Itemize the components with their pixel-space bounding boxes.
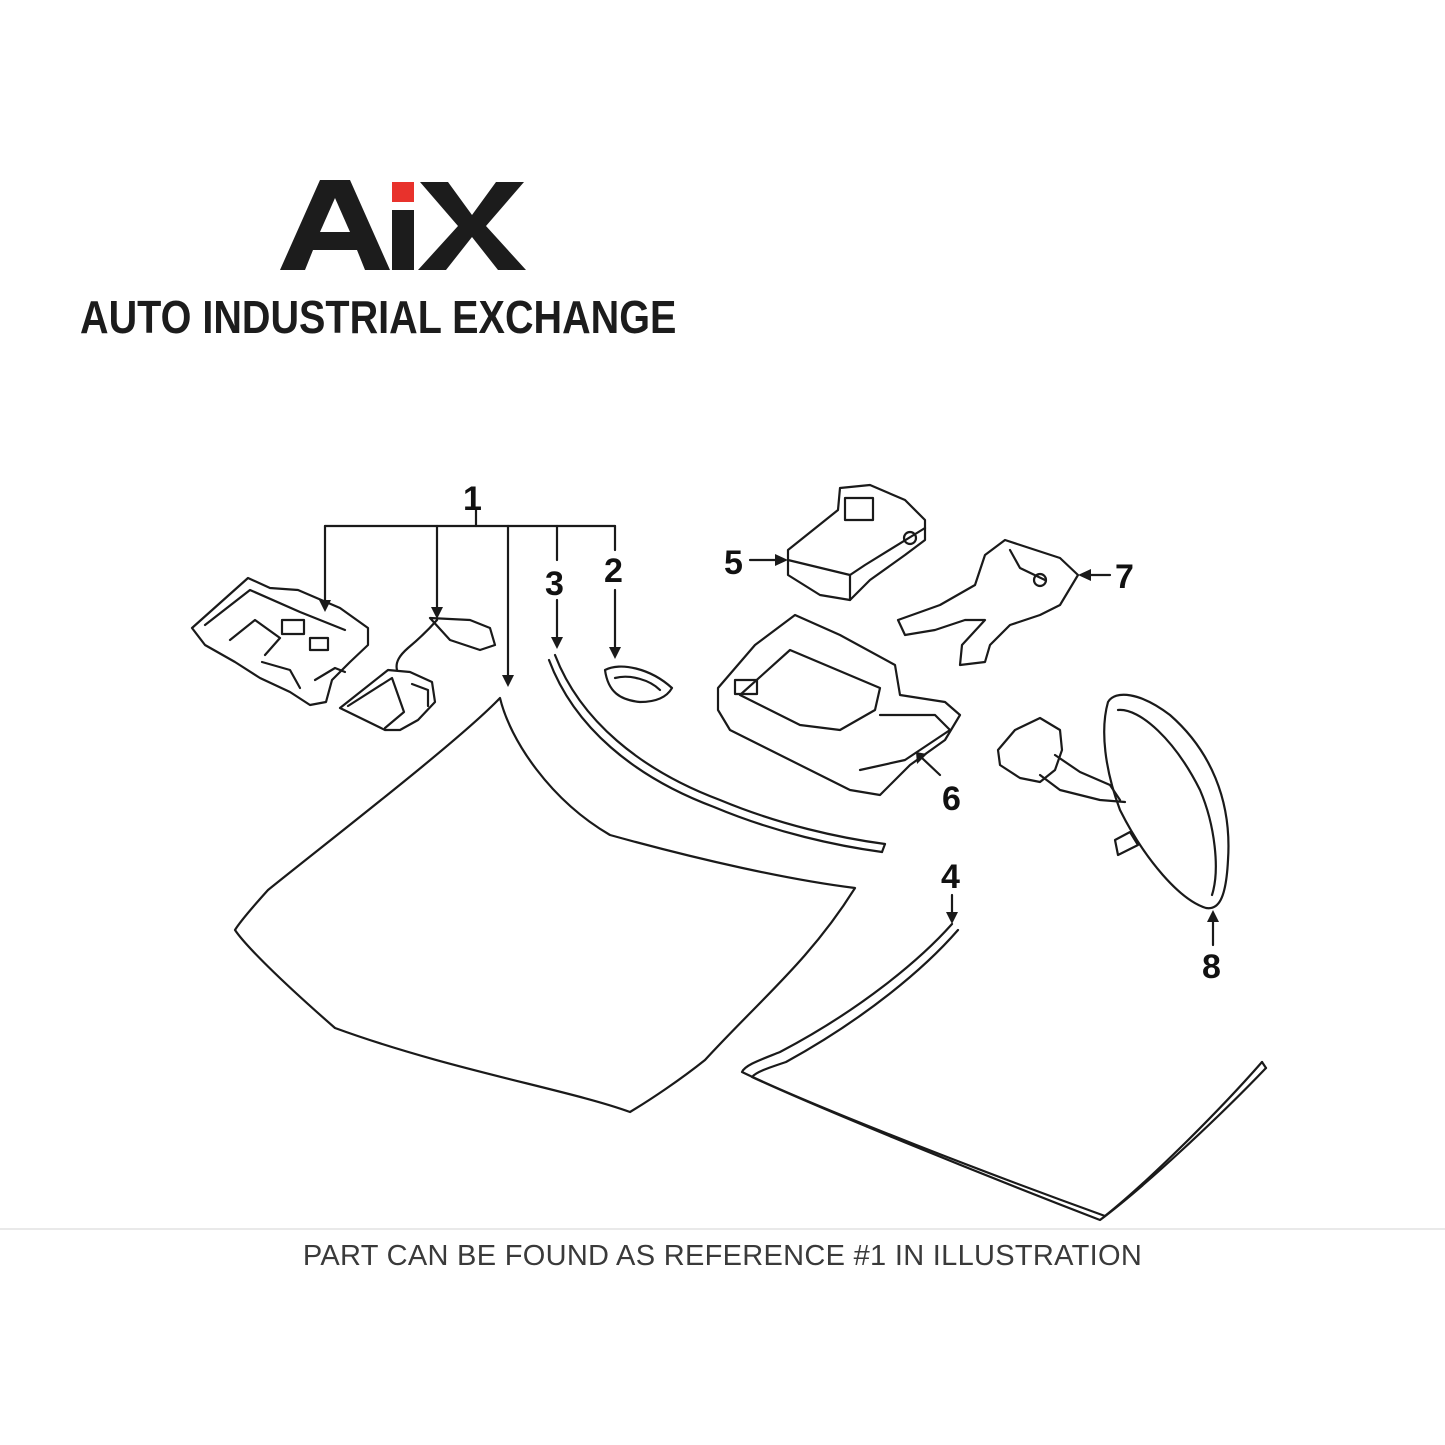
aix-logo-mark — [280, 180, 526, 270]
windshield-parts-illustration: 1 2 3 4 5 6 7 8 — [190, 480, 1268, 1222]
reference-note: PART CAN BE FOUND AS REFERENCE #1 IN ILL… — [302, 1240, 1143, 1272]
sensor-bracket — [190, 576, 370, 707]
windshield-glass — [233, 696, 857, 1114]
callout-7: 7 — [1115, 558, 1134, 596]
rearview-mirror — [996, 693, 1230, 910]
parts-diagram: 1 2 3 4 5 6 7 8 — [0, 440, 1445, 1240]
brand-logo — [270, 170, 540, 280]
callout-3: 3 — [545, 565, 564, 603]
module-5 — [786, 483, 927, 602]
molding-strip — [553, 653, 887, 846]
callout-1: 1 — [463, 480, 482, 518]
lower-molding — [740, 922, 1264, 1218]
callout-4: 4 — [941, 858, 960, 896]
callout-5: 5 — [724, 544, 743, 582]
callout-6: 6 — [942, 780, 961, 818]
bracket-7 — [896, 538, 1080, 667]
callout-1-leader-lines — [319, 508, 617, 687]
footer-divider — [0, 1228, 1445, 1230]
company-name: AUTO INDUSTRIAL EXCHANGE — [80, 291, 677, 343]
logo-accent-dot — [392, 182, 414, 202]
camera-module — [338, 616, 497, 732]
housing-6 — [716, 613, 962, 797]
callout-8: 8 — [1202, 948, 1221, 986]
cover-piece — [603, 665, 674, 704]
callout-2: 2 — [604, 552, 623, 590]
